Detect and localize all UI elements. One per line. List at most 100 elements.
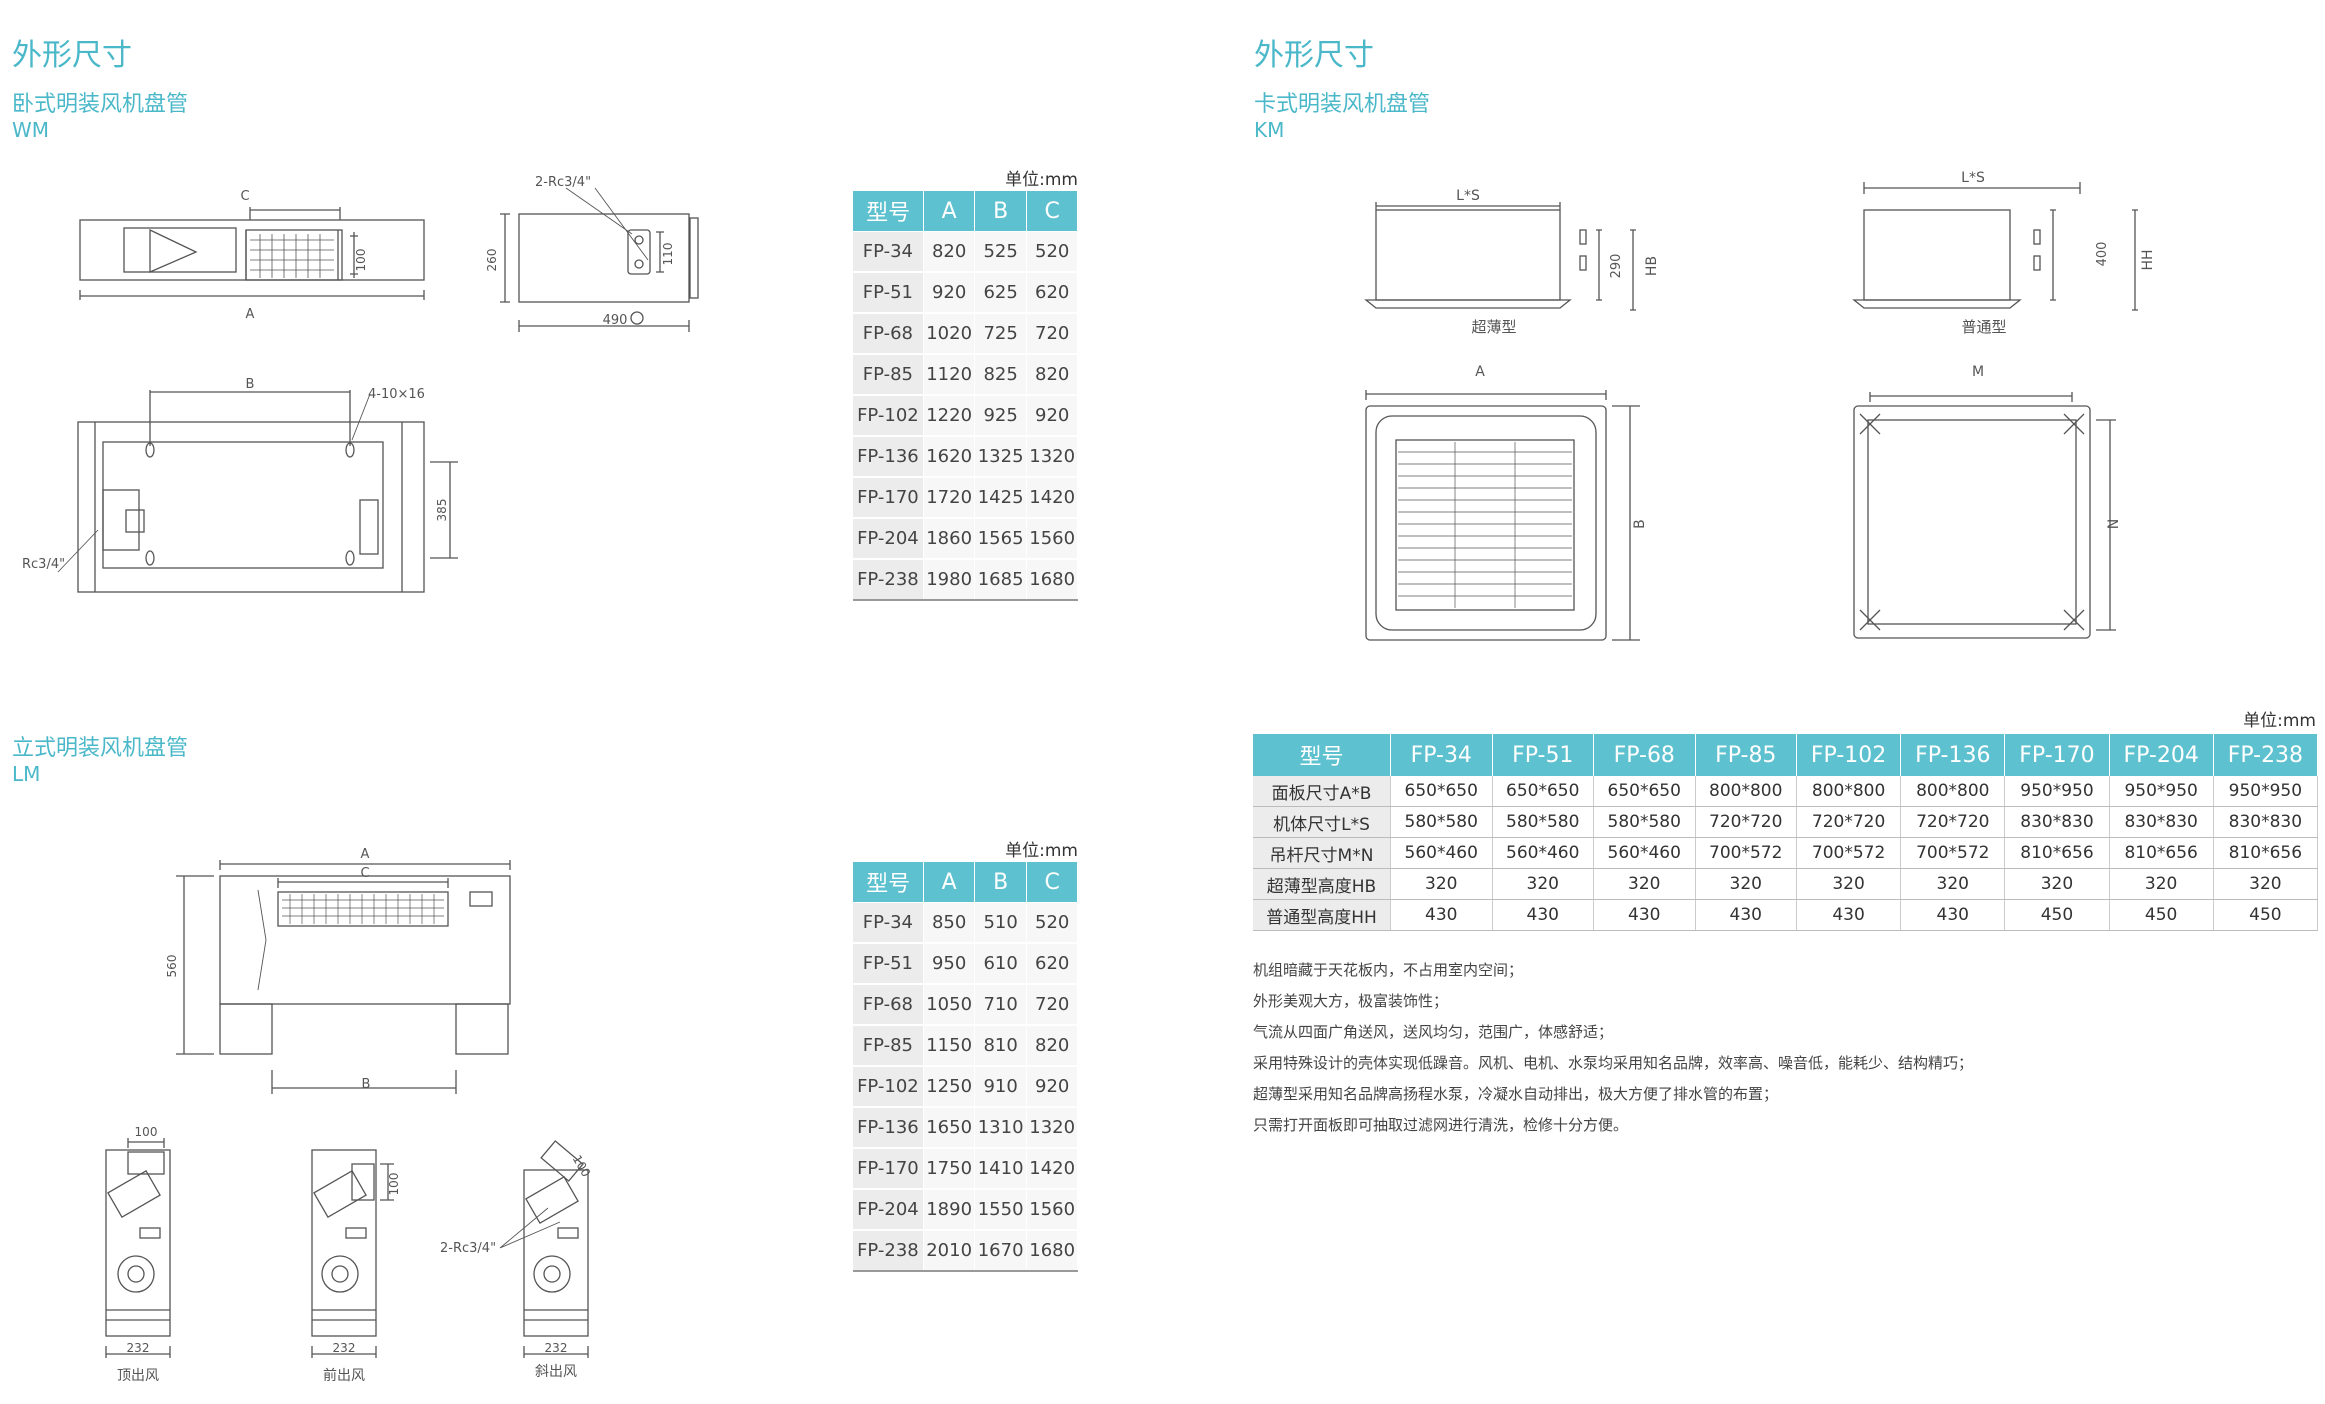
- model-cell: FP-170: [852, 477, 925, 519]
- value-cell: 1680: [1026, 1230, 1078, 1272]
- value-cell: 450: [2213, 899, 2319, 931]
- lm-label-oblique-outlet: 斜出风: [535, 1364, 577, 1380]
- value-cell: 820: [1026, 1025, 1078, 1067]
- km-label-slim: 超薄型: [1471, 318, 1516, 336]
- lm-label-c: C: [360, 866, 369, 881]
- model-cell: FP-51: [852, 272, 925, 314]
- lm-label-100a: 100: [135, 1125, 158, 1139]
- value-cell: 825: [974, 354, 1028, 396]
- model-cell: FP-34: [852, 231, 925, 273]
- feature-item: 超薄型采用知名品牌高扬程水泵，冷凝水自动排出，极大方便了排水管的布置；: [1253, 1085, 1779, 1103]
- value-cell: 1550: [974, 1189, 1028, 1231]
- value-cell: 700*572: [1900, 837, 2006, 869]
- lm-header-model: 型号: [851, 861, 925, 903]
- left-section-title: 外形尺寸: [12, 38, 132, 73]
- value-cell: 580*580: [1593, 806, 1696, 838]
- wm-label-a: A: [246, 307, 255, 322]
- value-cell: 1410: [974, 1148, 1028, 1190]
- value-cell: 820: [1026, 354, 1078, 396]
- km-header-col: FP-204: [2109, 734, 2214, 776]
- lm-header-c: C: [1026, 861, 1078, 903]
- value-cell: 430: [1796, 899, 1902, 931]
- wm-label-pipe: 2-Rc3/4": [535, 175, 591, 190]
- model-cell: FP-102: [852, 1066, 925, 1108]
- value-cell: 810: [974, 1025, 1028, 1067]
- value-cell: 925: [974, 395, 1028, 437]
- value-cell: 1565: [974, 518, 1028, 560]
- value-cell: 1560: [1026, 1189, 1078, 1231]
- km-header-col: FP-85: [1695, 734, 1797, 776]
- value-cell: 520: [1026, 902, 1078, 944]
- lm-label-b: B: [362, 1077, 371, 1092]
- lm-product-name: 立式明装风机盘管: [12, 736, 189, 761]
- lm-label-pipe: 2-Rc3/4": [440, 1241, 496, 1256]
- value-cell: 1020: [923, 313, 975, 355]
- value-cell: 725: [974, 313, 1028, 355]
- value-cell: 320: [1390, 868, 1493, 900]
- value-cell: 1670: [974, 1230, 1028, 1272]
- lm-label-a: A: [361, 847, 370, 862]
- value-cell: 1420: [1026, 1148, 1078, 1190]
- wm-label-c: C: [240, 189, 249, 204]
- km-label-hb: HB: [1644, 256, 1660, 276]
- wm-unit: 单位:mm: [1005, 170, 1078, 190]
- value-cell: 950*950: [2109, 776, 2214, 807]
- km-header-col: FP-51: [1492, 734, 1594, 776]
- value-cell: 950*950: [2213, 776, 2319, 807]
- value-cell: 525: [974, 231, 1028, 273]
- model-cell: FP-85: [852, 1025, 925, 1067]
- model-cell: FP-34: [852, 902, 925, 944]
- km-row-label: 面板尺寸A*B: [1253, 776, 1391, 807]
- value-cell: 850: [923, 902, 975, 944]
- value-cell: 800*800: [1900, 776, 2006, 807]
- wm-label-110: 110: [661, 243, 675, 266]
- value-cell: 1320: [1026, 1107, 1078, 1149]
- value-cell: 1150: [923, 1025, 975, 1067]
- value-cell: 430: [1695, 899, 1797, 931]
- model-cell: FP-136: [852, 436, 925, 478]
- value-cell: 560*460: [1593, 837, 1696, 869]
- model-cell: FP-102: [852, 395, 925, 437]
- value-cell: 720*720: [1796, 806, 1902, 838]
- lm-label-w2: 232: [333, 1341, 356, 1355]
- value-cell: 710: [974, 984, 1028, 1026]
- feature-item: 只需打开面板即可抽取过滤网进行清洗，检修十分方便。: [1253, 1116, 1629, 1134]
- km-header-col: FP-34: [1390, 734, 1493, 776]
- value-cell: 830*830: [2109, 806, 2214, 838]
- value-cell: 820: [923, 231, 975, 273]
- lm-label-w1: 232: [127, 1341, 150, 1355]
- value-cell: 1325: [974, 436, 1028, 478]
- value-cell: 1750: [923, 1148, 975, 1190]
- value-cell: 620: [1026, 272, 1078, 314]
- value-cell: 1720: [923, 477, 975, 519]
- value-cell: 320: [2213, 868, 2319, 900]
- value-cell: 1310: [974, 1107, 1028, 1149]
- km-label-m: M: [1972, 364, 1984, 380]
- wm-header-model: 型号: [851, 190, 925, 232]
- value-cell: 520: [1026, 231, 1078, 273]
- wm-header-a: A: [923, 190, 975, 232]
- model-cell: FP-68: [852, 984, 925, 1026]
- value-cell: 2010: [923, 1230, 975, 1272]
- value-cell: 430: [1593, 899, 1696, 931]
- km-drawing: L*S 290 HB 超薄型 L*S 400 HH 普通型 A B M N: [1364, 170, 2156, 641]
- wm-header-b: B: [973, 190, 1028, 232]
- value-cell: 700*572: [1695, 837, 1797, 869]
- km-row-label: 吊杆尺寸M*N: [1253, 837, 1391, 869]
- model-cell: FP-204: [852, 518, 925, 560]
- wm-product-name: 卧式明装风机盘管: [12, 92, 189, 117]
- value-cell: 650*650: [1390, 776, 1493, 807]
- lm-drawing: A C 560 B 100 100 100 2-Rc3/4" 232 232 2…: [105, 847, 593, 1384]
